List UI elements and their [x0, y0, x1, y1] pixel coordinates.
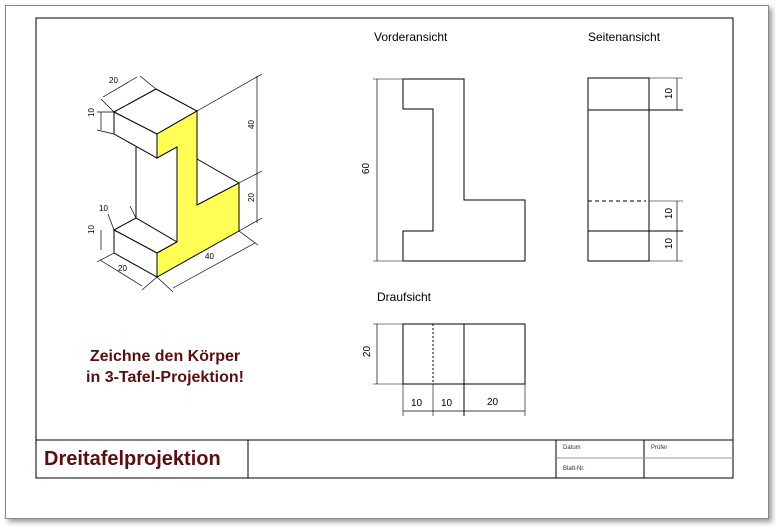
dim-side-bottom: 10	[664, 237, 676, 250]
front-face-highlight	[156, 110, 240, 278]
top-view-label: Draufsicht	[377, 290, 432, 304]
dim-front-height: 60	[361, 162, 373, 175]
pruefer-label: Prüfer	[651, 445, 668, 451]
dim-top-c: 20	[487, 397, 499, 408]
top-view	[373, 323, 526, 416]
iso-dim-40: 40	[246, 120, 256, 129]
side-view	[587, 77, 683, 262]
datum-label: Datum	[563, 445, 581, 451]
iso-dim-bottom-offset: 10	[99, 204, 108, 213]
dim-top-depth: 20	[362, 345, 374, 358]
dim-side-top: 10	[664, 87, 676, 100]
blatt-nr-label: Blatt-Nr.	[563, 466, 585, 472]
drawing-frame	[35, 17, 734, 479]
side-view-label: Seitenansicht	[588, 30, 661, 44]
iso-dim-20: 20	[246, 193, 256, 202]
drawing-title: Dreitafelprojektion	[44, 448, 221, 470]
isometric-body	[112, 88, 240, 278]
task-line-1: Zeichne den Körper	[89, 348, 241, 365]
dim-top-a: 10	[411, 398, 423, 409]
iso-dim-top-height: 10	[86, 108, 96, 117]
front-view-label: Vorderansicht	[374, 30, 448, 44]
task-line-2: in 3-Tafel-Projektion!	[86, 369, 244, 386]
front-view	[373, 78, 526, 262]
iso-dim-length: 40	[205, 252, 214, 261]
dim-side-mid: 10	[664, 207, 676, 220]
iso-dim-bottom-depth: 20	[118, 264, 127, 273]
iso-dim-top-width: 20	[109, 76, 118, 85]
task-instruction: Zeichne den Körper in 3-Tafel-Projektion…	[40, 346, 290, 388]
iso-dim-bottom-height: 10	[86, 225, 96, 234]
dim-top-b: 10	[441, 398, 453, 409]
iso-dimensions	[96, 73, 263, 293]
